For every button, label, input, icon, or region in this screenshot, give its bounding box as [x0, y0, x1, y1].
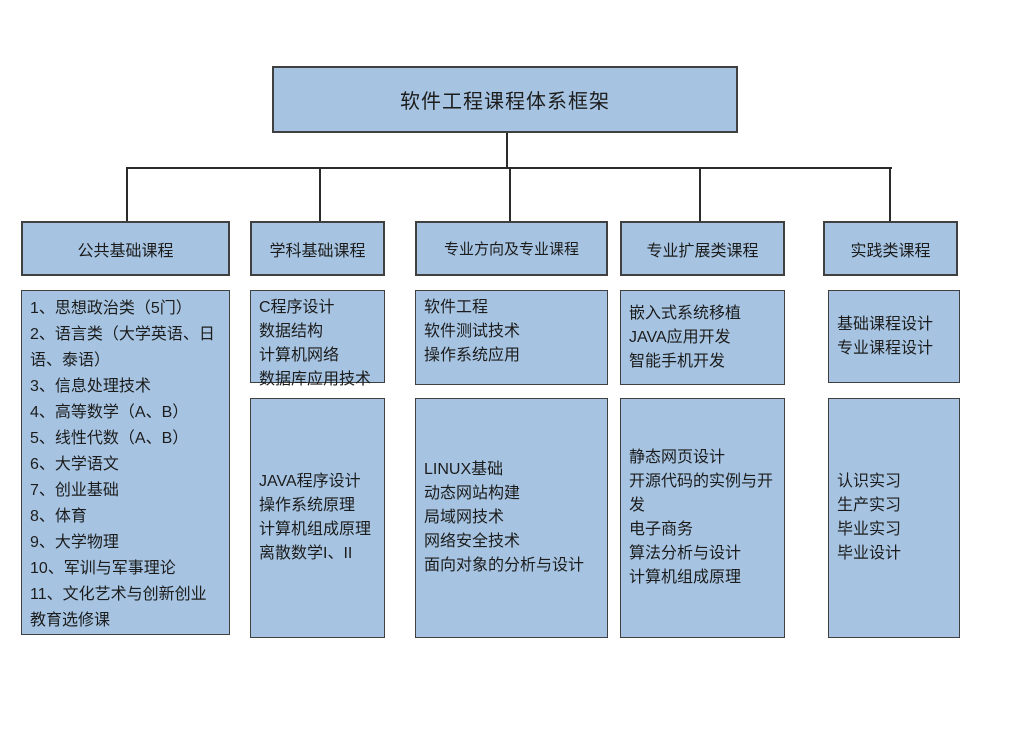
header-discipline-basic-courses: 学科基础课程 [250, 221, 385, 276]
header-major-extension-courses: 专业扩展类课程 [620, 221, 785, 276]
connector-drop-discipline-basic [319, 168, 321, 221]
courses-box-practice-lower: 认识实习 生产实习 毕业实习 毕业设计 [828, 398, 960, 638]
connector-drop-public-basic [126, 168, 128, 221]
courses-box-major-extension-upper: 嵌入式系统移植 JAVA应用开发 智能手机开发 [620, 290, 785, 385]
courses-box-practice-upper: 基础课程设计 专业课程设计 [828, 290, 960, 383]
connector-drop-major-direction [509, 168, 511, 221]
header-major-direction-courses: 专业方向及专业课程 [415, 221, 608, 276]
courses-box-major-extension-lower: 静态网页设计 开源代码的实例与开发 电子商务 算法分析与设计 计算机组成原理 [620, 398, 785, 638]
courses-box-public-basic: 1、思想政治类（5门） 2、语言类（大学英语、日语、泰语） 3、信息处理技术 4… [21, 290, 230, 635]
diagram-title-node: 软件工程课程体系框架 [272, 66, 738, 133]
connector-drop-major-extension [699, 168, 701, 221]
courses-box-major-direction-upper: 软件工程 软件测试技术 操作系统应用 [415, 290, 608, 385]
courses-box-major-direction-lower: LINUX基础 动态网站构建 局域网技术 网络安全技术 面向对象的分析与设计 [415, 398, 608, 638]
courses-box-discipline-basic-lower: JAVA程序设计 操作系统原理 计算机组成原理 离散数学I、II [250, 398, 385, 638]
courses-box-discipline-basic-upper: C程序设计 数据结构 计算机网络 数据库应用技术 [250, 290, 385, 388]
connector-drop-practice [889, 168, 891, 221]
header-practice-courses: 实践类课程 [823, 221, 958, 276]
header-public-basic-courses: 公共基础课程 [21, 221, 230, 276]
connector-trunk-line [506, 133, 508, 169]
